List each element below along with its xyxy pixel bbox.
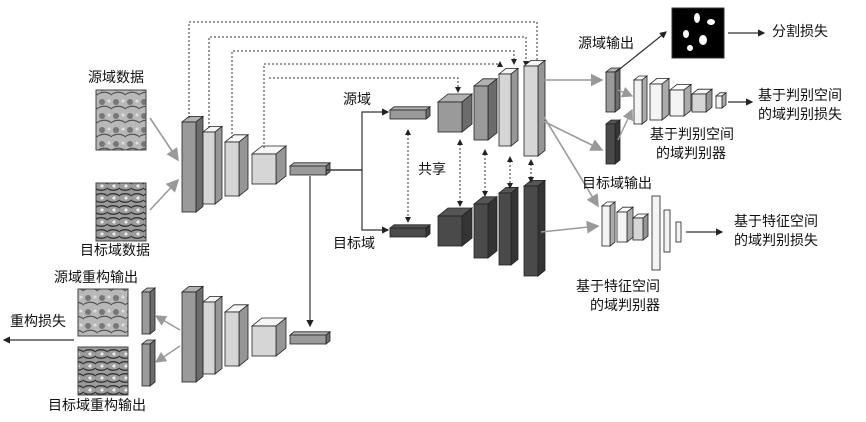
feat-disc-fc-2: [664, 210, 670, 252]
recon-output-source: [142, 288, 155, 334]
source-domain-label: 源域: [343, 92, 371, 109]
target-decoder-block-1: [438, 208, 472, 246]
recon-block-4: [182, 286, 203, 382]
target-to-output-arrow: [541, 120, 602, 150]
source-recon-image: [78, 289, 128, 336]
output-disc-block-4: [692, 89, 712, 112]
target-domain-label: 目标域: [333, 236, 375, 253]
skip-connection-5: [269, 78, 458, 92]
target-image: [96, 183, 146, 241]
mask-blob-2: [707, 19, 715, 25]
feat-disc-block-1: [602, 202, 615, 246]
mask-blob-5: [687, 45, 693, 51]
target-data-label: 目标域数据: [80, 243, 150, 260]
shared-label: 共享: [418, 162, 446, 179]
recon-block-2: [225, 305, 248, 366]
source-image: [96, 90, 146, 150]
source-decoder-block-1: [438, 94, 472, 132]
feat-disc-fc-1: [652, 196, 660, 270]
feat-disc-label-2: 的域判别器: [590, 298, 660, 315]
target-decoder-block-4: [524, 180, 545, 276]
branch-target: [326, 170, 388, 230]
output-disc-loss-label-1: 基于判别空间: [758, 88, 842, 105]
encoder-block-3: [225, 135, 248, 196]
target-output-block: [606, 120, 620, 164]
source-decoder-block-4: [524, 60, 545, 156]
feat-disc-fc-3: [676, 222, 681, 242]
mask-blob-4: [699, 35, 707, 45]
recon-block-1: [252, 318, 286, 356]
encoder-block-4: [252, 146, 286, 184]
source-output-block: [606, 68, 620, 112]
feat-disc-block-3: [633, 214, 648, 240]
feat-arrow-target: [541, 226, 598, 232]
output-disc-block-5: [716, 93, 726, 108]
target-recon-image: [78, 347, 128, 395]
target-output-label: 目标域输出: [582, 176, 652, 193]
recon-loss-label: 重构损失: [10, 314, 66, 331]
target-recon-output-label: 目标域重构输出: [48, 398, 146, 415]
source-recon-output-label: 源域重构输出: [54, 270, 138, 287]
recon-output-target: [142, 340, 155, 386]
branch-source: [326, 112, 388, 170]
feat-disc-block-2: [617, 207, 633, 242]
output-disc-block-2: [650, 78, 669, 120]
mask-blob-3: [683, 30, 689, 38]
feat-disc-loss-label-1: 基于特征空间: [734, 214, 818, 231]
recon-arrow-source: [156, 316, 180, 330]
seg-loss-label: 分割损失: [772, 24, 828, 41]
recon-arrow-target: [156, 346, 180, 362]
output-disc-label-2: 的域判别器: [656, 146, 726, 163]
feat-disc-loss-label-2: 的域判别损失: [734, 233, 818, 250]
source-decoder-bottleneck: [390, 107, 430, 119]
source-decoder-block-2: [474, 79, 497, 140]
output-disc-label-1: 基于判别空间: [650, 127, 734, 144]
input-arrow-source: [150, 118, 178, 160]
mask-blob-1: [694, 13, 700, 23]
output-disc-block-3: [670, 84, 691, 116]
target-decoder-block-2: [474, 197, 497, 258]
input-arrow-target: [150, 180, 178, 210]
output-disc-block-1: [634, 76, 647, 124]
target-decoder-block-3: [499, 187, 518, 265]
feat-disc-label-1: 基于特征空间: [576, 279, 660, 296]
encoder-bottleneck: [290, 163, 330, 175]
encoder-block-2: [203, 126, 222, 204]
target-decoder-bottleneck: [390, 225, 430, 237]
source-output-label: 源域输出: [578, 36, 634, 53]
recon-bottleneck: [290, 332, 330, 344]
encoder-block-1: [182, 116, 203, 212]
recon-block-3: [203, 296, 222, 374]
source-data-label: 源域数据: [88, 70, 144, 87]
source-decoder-block-3: [499, 68, 518, 146]
output-disc-loss-label-2: 的域判别损失: [758, 107, 842, 124]
